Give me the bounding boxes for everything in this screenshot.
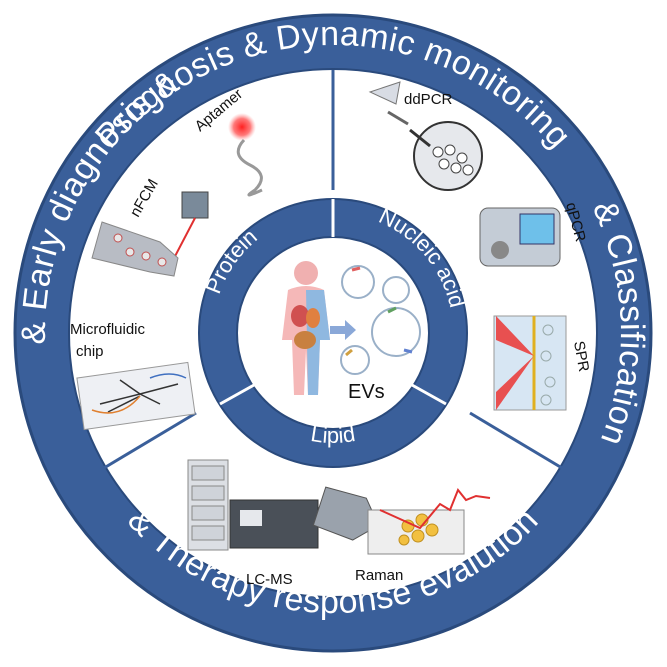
- nfcm-detector-icon: [181, 191, 209, 219]
- ddpcr-tube-icon: [368, 81, 401, 105]
- ddpcr-arrow-icon: [387, 110, 409, 126]
- ddpcr-droplet-view-icon: [413, 121, 483, 191]
- microfluidic-tube-orange-icon: [91, 395, 141, 414]
- raman-spectrum-icon: [379, 488, 491, 530]
- qpcr-fan-icon: [491, 241, 509, 259]
- inner-label-lipid: Lipid: [309, 421, 357, 448]
- inner-divider-right: [411, 383, 447, 406]
- raman-objective-icon: [312, 486, 380, 541]
- spr-incident-beam-icon: [496, 316, 534, 356]
- microfluidic-channels-icon: [99, 379, 179, 413]
- microfluidic-tube-blue-icon: [149, 373, 187, 379]
- extracellular-vesicle-icon: [340, 265, 421, 375]
- aptamer-strand-icon: [236, 138, 263, 197]
- body-illustration-icon: [282, 261, 330, 395]
- arrow-icon: [330, 320, 356, 340]
- label-microfluidic: Microfluidic: [70, 321, 146, 338]
- spr-reflected-beam-icon: [496, 356, 534, 410]
- ddpcr-droplets-icon: [432, 144, 474, 176]
- center-label-evs: EVs: [348, 381, 385, 403]
- label-chip: chip: [76, 343, 104, 360]
- lcms-panel-icon: [240, 510, 262, 526]
- ddpcr-channel-icon: [409, 128, 431, 148]
- nfcm-laser-icon: [171, 217, 196, 263]
- spr-vesicles-icon: [540, 324, 556, 406]
- label-lcms: LC-MS: [246, 571, 293, 588]
- divider-right: [469, 411, 563, 470]
- inner-divider-left: [219, 383, 255, 406]
- nfcm-channel-icon: [91, 221, 179, 277]
- label-ddpcr: ddPCR: [404, 91, 453, 108]
- label-raman: Raman: [355, 567, 403, 584]
- aptamer-glow-icon: [228, 113, 256, 141]
- divider-left: [103, 411, 197, 470]
- lcms-modules-icon: [191, 465, 225, 541]
- vesicle-markers-icon: [345, 266, 413, 357]
- label-spr: SPR: [570, 340, 592, 373]
- nfcm-particles-icon: [113, 233, 167, 267]
- qpcr-screen-icon: [519, 213, 555, 245]
